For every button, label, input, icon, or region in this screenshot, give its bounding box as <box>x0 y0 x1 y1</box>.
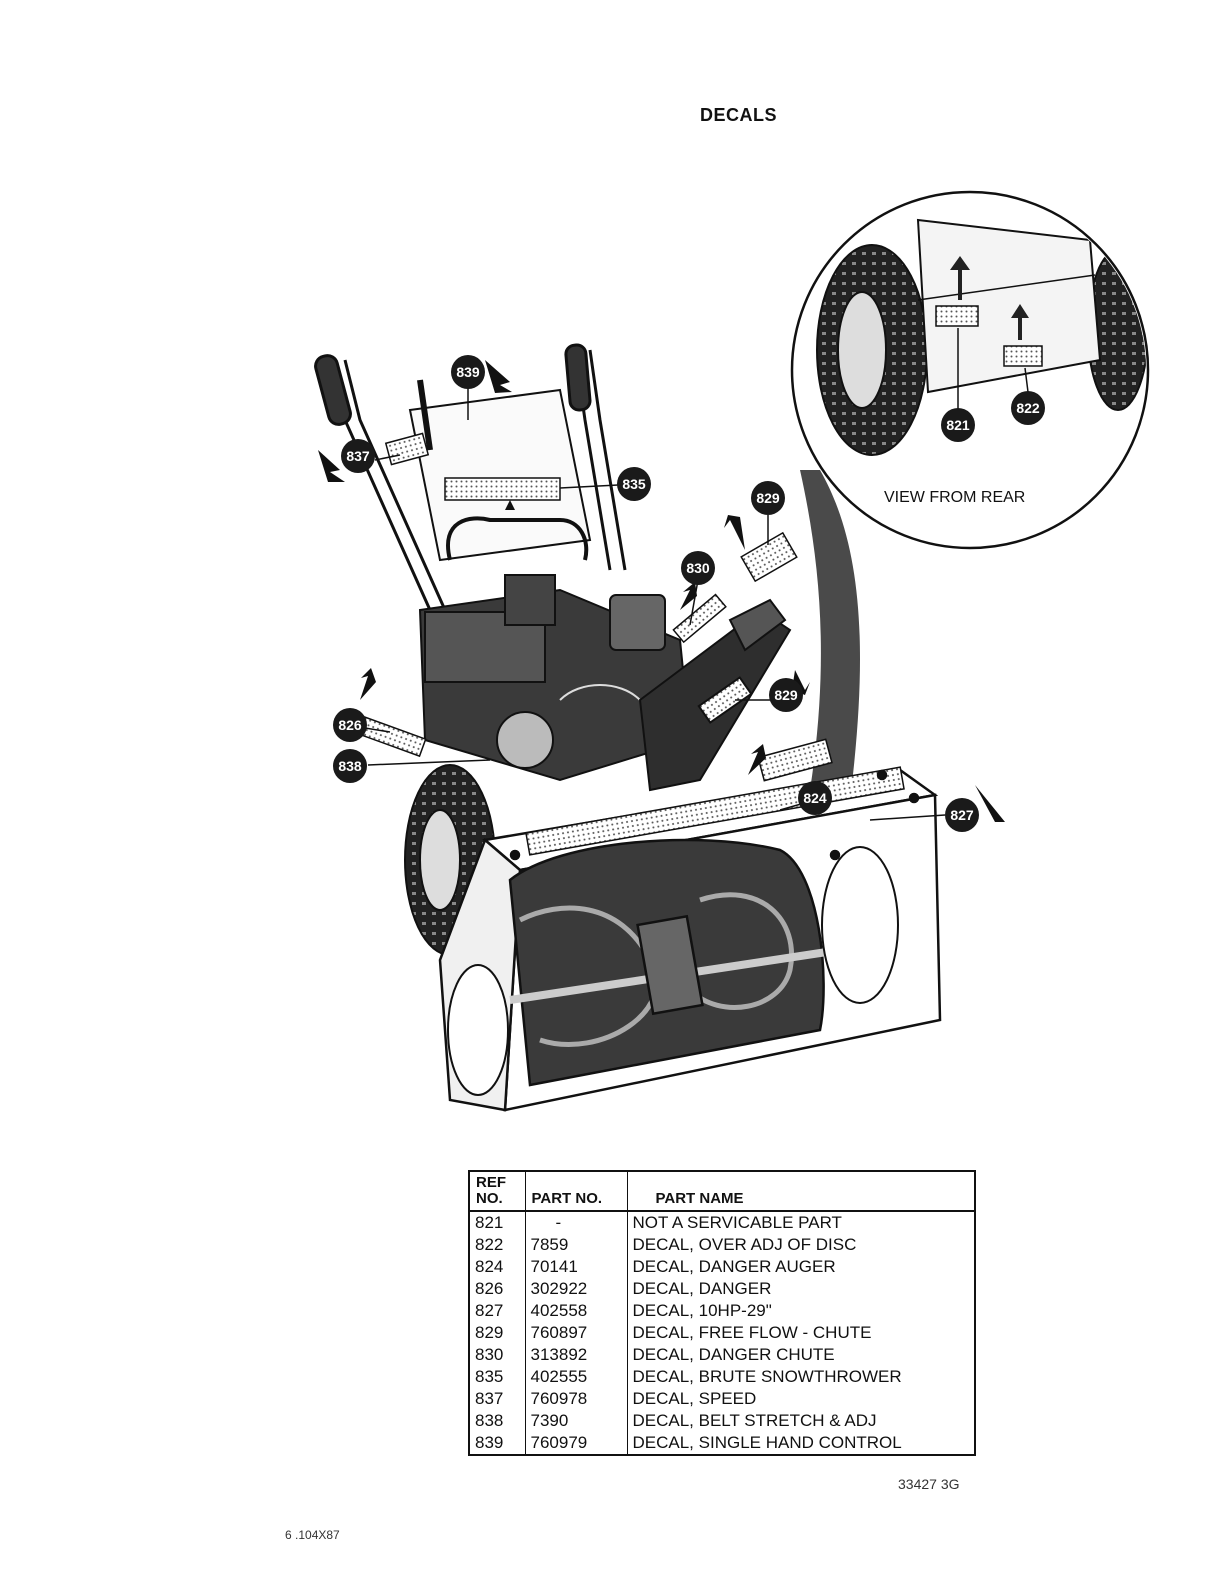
handle-assembly <box>314 343 627 611</box>
header-ref-no: REF NO. <box>469 1171 526 1212</box>
parts-table: REF NO. PART NO. PART NAME 821-NOT A SER… <box>468 1170 976 1456</box>
callout-830: 830 <box>681 551 715 585</box>
decal-821-mark <box>935 305 979 327</box>
leader-lines <box>364 385 946 821</box>
decal-837-mark <box>384 432 430 466</box>
svg-text:824: 824 <box>803 790 827 806</box>
callout-827: 827 <box>945 798 979 832</box>
page-code: 6 .104X87 <box>285 1528 340 1542</box>
direction-arrows <box>318 360 1005 822</box>
svg-text:827: 827 <box>950 807 974 823</box>
callout-837: 837 <box>341 439 375 473</box>
decal-829-upper-mark <box>740 531 798 583</box>
rear-view-inset: VIEW FROM REAR <box>790 190 1150 550</box>
drawing-number: 33427 3G <box>898 1476 960 1492</box>
header-part-no: PART NO. <box>525 1171 628 1212</box>
callout-838: 838 <box>333 749 367 783</box>
decal-835-mark <box>444 477 561 501</box>
inset-label: VIEW FROM REAR <box>884 489 1025 506</box>
callout-829-lower: 829 <box>769 678 803 712</box>
page-title: DECALS <box>700 105 778 125</box>
inset-leader-shading <box>800 470 860 800</box>
svg-text:839: 839 <box>456 364 480 380</box>
svg-text:829: 829 <box>774 687 798 703</box>
header-part-name: PART NAME <box>627 1171 975 1212</box>
discharge-chute <box>638 598 792 792</box>
svg-text:830: 830 <box>686 560 710 576</box>
svg-text:822: 822 <box>1016 400 1040 416</box>
table-row: 821-NOT A SERVICABLE PART <box>469 1211 975 1234</box>
callout-821: 821 <box>941 408 975 442</box>
parts-table-header: REF NO. PART NO. PART NAME <box>469 1171 975 1212</box>
callout-829-upper: 829 <box>751 481 785 515</box>
callout-826: 826 <box>333 708 367 742</box>
svg-text:837: 837 <box>346 448 370 464</box>
decal-822-mark <box>1003 345 1043 367</box>
svg-text:829: 829 <box>756 490 780 506</box>
svg-text:835: 835 <box>622 476 646 492</box>
engine <box>418 574 692 782</box>
decal-829-lower-mark <box>757 738 833 782</box>
svg-text:838: 838 <box>338 758 362 774</box>
callout-835: 835 <box>617 467 651 501</box>
svg-text:826: 826 <box>338 717 362 733</box>
svg-text:821: 821 <box>946 417 970 433</box>
snowthrower-exploded-diagram: VIEW FROM REAR <box>314 190 1150 1112</box>
auger-housing <box>438 766 942 1112</box>
callout-824: 824 <box>798 781 832 815</box>
callout-839: 839 <box>451 355 485 389</box>
decal-830-mark <box>672 593 727 644</box>
callout-822: 822 <box>1011 391 1045 425</box>
